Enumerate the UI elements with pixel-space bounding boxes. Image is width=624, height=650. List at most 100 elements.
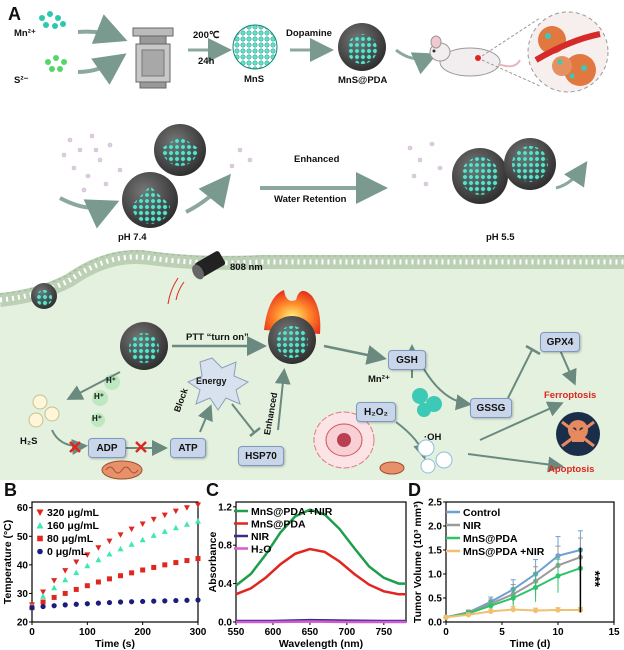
- s-ions-cluster: [45, 55, 67, 72]
- y-tick-label: 0.5: [428, 594, 442, 605]
- hydroxyl-label: ·OH: [424, 432, 442, 443]
- x-tick-label: 200: [134, 627, 151, 638]
- y-tick-label: 30: [17, 589, 29, 600]
- y-tick-label: 40: [17, 560, 29, 571]
- y-tick-label: 0.0: [218, 618, 232, 629]
- enhanced-label: Enhanced: [294, 154, 340, 165]
- gssg-box: GSSG: [470, 398, 512, 418]
- temperature-label: 200℃: [193, 30, 220, 41]
- data-point: [128, 526, 135, 533]
- y-tick-label: 1.5: [428, 546, 442, 557]
- data-point: [195, 518, 201, 524]
- water-molecules-left: [61, 133, 123, 193]
- ph74-label: pH 7.4: [118, 232, 147, 243]
- laser-wavelength-label: 808 nm: [230, 262, 263, 273]
- panel-label-d: D: [408, 480, 421, 500]
- legend-label: MnS@PDA +NIR: [463, 546, 545, 558]
- data-point: [40, 589, 47, 595]
- mns-pda-particle: [338, 23, 386, 71]
- s-ion-label: S²⁻: [14, 75, 29, 86]
- series-line-0: [235, 508, 406, 587]
- data-point: [533, 584, 539, 591]
- mn-release-label: Mn²⁺: [368, 374, 390, 385]
- data-point: [161, 528, 168, 534]
- time-label: 24h: [198, 56, 215, 67]
- data-point: [150, 532, 157, 538]
- series-line-3: [236, 620, 406, 624]
- ph55-label: pH 5.5: [486, 232, 515, 243]
- data-point: [95, 556, 102, 563]
- data-point: [40, 599, 46, 605]
- data-point: [150, 516, 157, 523]
- data-point: [184, 597, 190, 603]
- data-point: [51, 603, 57, 609]
- organelle-icon: [313, 411, 405, 475]
- schematic-artwork: [0, 11, 624, 480]
- data-point: [106, 551, 113, 557]
- data-point: [172, 508, 179, 515]
- x-tick-label: 0: [29, 627, 35, 638]
- energy-label: Energy: [196, 376, 227, 386]
- data-point: [140, 567, 146, 573]
- y-axis-label: Tumor Volume (10³ mm³): [412, 501, 424, 623]
- data-point: [117, 599, 124, 605]
- heated-particle: [264, 290, 321, 364]
- x-tick-label: 100: [79, 627, 96, 638]
- data-point: [84, 583, 90, 589]
- particle-internalized: [120, 322, 168, 370]
- x-tick-label: 10: [552, 627, 564, 638]
- data-point: [84, 601, 90, 607]
- legend-label: 320 μg/mL: [47, 507, 100, 519]
- data-point: [488, 608, 494, 615]
- x-tick-label: 300: [190, 627, 207, 638]
- y-tick-label: 1.0: [428, 570, 442, 581]
- data-point: [118, 573, 124, 579]
- x-tick-label: 550: [228, 627, 245, 638]
- data-point: [172, 524, 179, 531]
- data-point: [129, 570, 135, 576]
- y-tick-label: 1.2: [218, 502, 232, 513]
- x-tick-label: 15: [608, 627, 620, 638]
- legend-label: Control: [463, 507, 500, 519]
- data-point: [84, 562, 91, 569]
- data-point: [173, 560, 179, 566]
- y-tick-label: 0.8: [218, 541, 232, 552]
- data-point: [184, 558, 190, 564]
- y-tick-label: 0.4: [218, 579, 232, 590]
- water-molecules-right: [407, 141, 443, 187]
- y-axis-label: Absorbance: [207, 532, 219, 593]
- data-point: [510, 595, 516, 601]
- data-point: [533, 607, 539, 614]
- data-point: [106, 576, 112, 582]
- panel-label-c: C: [206, 480, 219, 500]
- data-point: [162, 562, 168, 568]
- data-point: [62, 576, 69, 583]
- x-tick-label: 600: [265, 627, 282, 638]
- apoptosis-label: Apoptosis: [548, 464, 595, 475]
- data-point: [183, 505, 190, 511]
- legend-label: H₂O: [251, 544, 271, 556]
- tumor-zoom-icon: [527, 11, 609, 93]
- data-point: [62, 590, 68, 596]
- legend-label: NIR: [463, 520, 482, 532]
- data-point: [139, 521, 146, 527]
- energy-burst-icon: [186, 357, 250, 411]
- mns-pda-particle-release-1: [154, 124, 206, 176]
- data-point: [51, 584, 58, 591]
- series-line-1: [235, 547, 406, 596]
- data-point: [95, 600, 101, 606]
- y-axis-label: Temperature (°C): [2, 520, 14, 605]
- data-point: [95, 579, 101, 585]
- data-point: [140, 598, 146, 605]
- gsh-box: GSH: [388, 350, 426, 370]
- data-point: [106, 538, 113, 545]
- particle-outside-cell: [31, 283, 57, 309]
- mns-pda-label: MnS@PDA: [338, 75, 388, 86]
- x-axis-label: Wavelength (nm): [279, 638, 363, 650]
- data-point: [195, 597, 201, 603]
- proton-label-3: H⁺: [92, 414, 102, 423]
- data-point: [173, 597, 179, 604]
- ptt-label: PTT “turn on”: [186, 332, 249, 343]
